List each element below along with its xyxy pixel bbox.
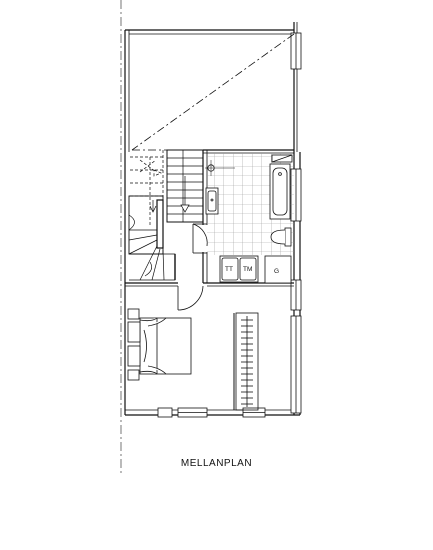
open-void-markings [131, 33, 295, 151]
bathroom-fixtures [205, 154, 293, 247]
wardrobe [235, 312, 259, 411]
plan-title: MELLANPLAN [180, 458, 253, 469]
washer-label: TT [225, 266, 233, 273]
cabinet-label: G [274, 268, 279, 275]
bottom-windows [157, 407, 266, 418]
dryer-label: TM [243, 266, 252, 273]
bedroom-furniture [127, 308, 192, 381]
staircase [128, 149, 204, 281]
laundry-appliances [219, 255, 292, 284]
